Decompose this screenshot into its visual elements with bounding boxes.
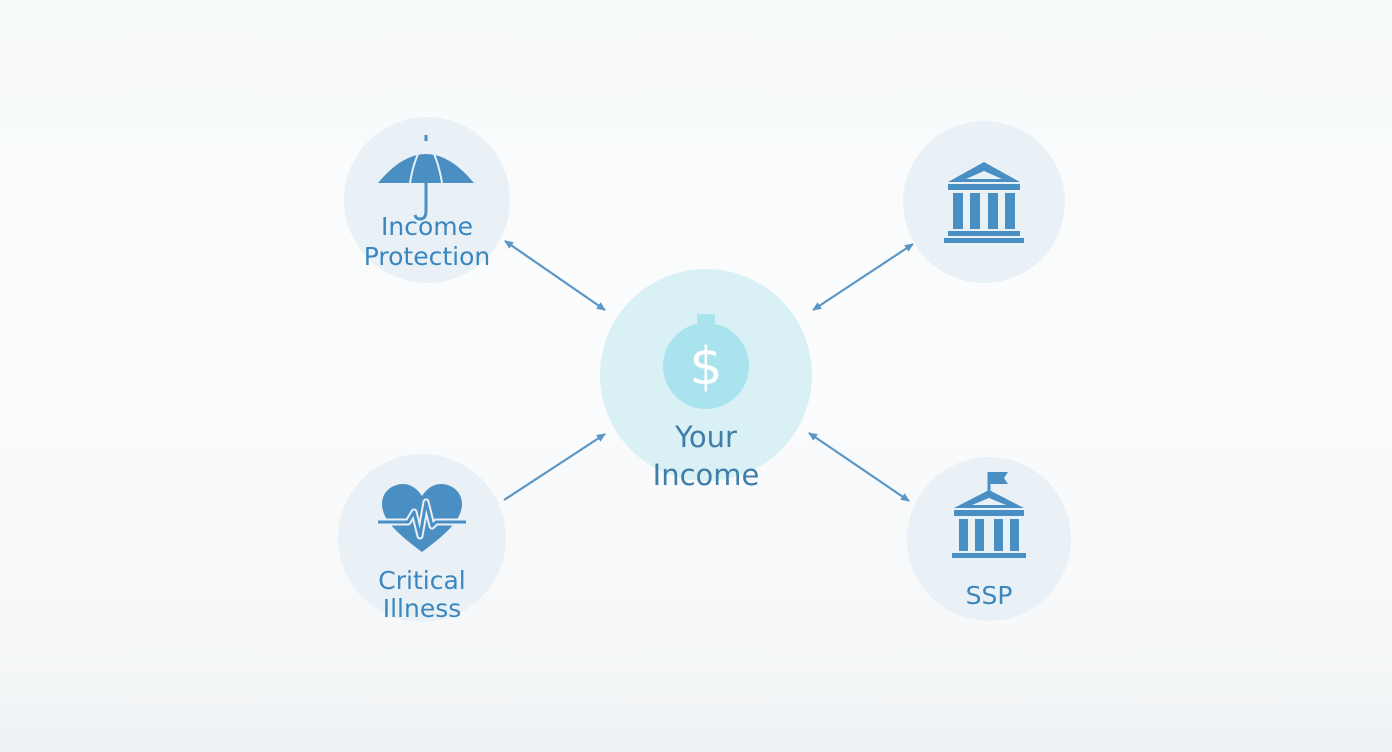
- government-building-flag-icon: [952, 472, 1026, 558]
- income-protection-label-line1: Income: [381, 212, 473, 241]
- node-ssp: SSP: [907, 457, 1071, 621]
- your-income-label-line1: Your: [675, 420, 737, 454]
- svg-text:$: $: [689, 337, 722, 397]
- dollar-coin-icon: $: [663, 314, 749, 409]
- node-critical-illness: Critical Illness: [338, 454, 506, 623]
- ssp-label: SSP: [965, 581, 1013, 610]
- your-income-label-line2: Income: [652, 458, 760, 492]
- critical-illness-label-line1: Critical: [378, 566, 466, 595]
- critical-illness-label-line2: Illness: [382, 594, 462, 623]
- node-your-income: $ Your Income: [600, 269, 812, 492]
- connector-bank: [812, 243, 914, 311]
- node-income-protection: Income Protection: [344, 117, 510, 283]
- income-protection-label-line2: Protection: [363, 242, 491, 271]
- connector-ssp: [808, 432, 910, 502]
- connector-income-protection: [504, 240, 606, 311]
- heartbeat-icon: [378, 484, 466, 552]
- bank-building-icon: [944, 162, 1024, 243]
- umbrella-icon: [378, 135, 474, 221]
- node-bank: [903, 121, 1065, 283]
- connector-critical-illness: [503, 433, 606, 501]
